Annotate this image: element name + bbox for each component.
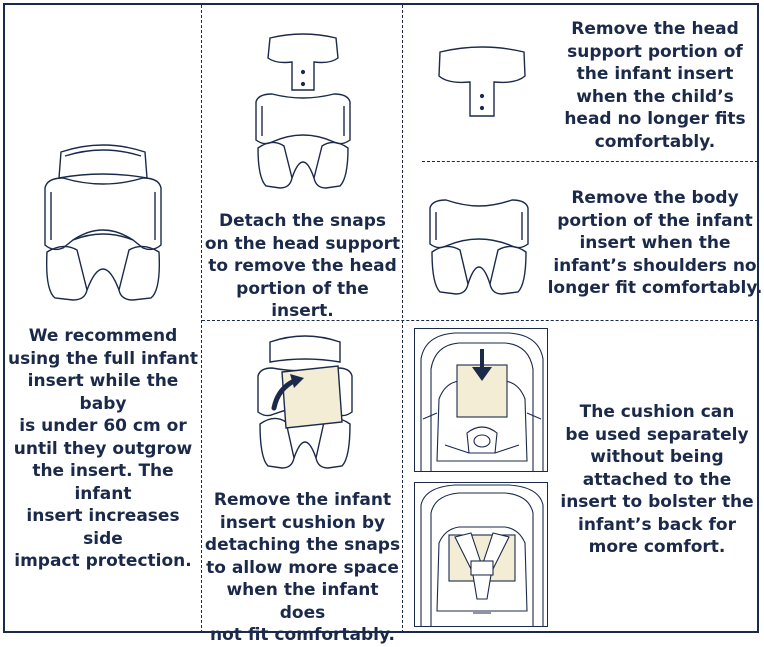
- detach-head-text: Detach the snaps on the head support to …: [204, 211, 401, 321]
- remove-cushion-illustration: [257, 335, 353, 469]
- cushion-separate-text: The cushion can be used separately witho…: [560, 402, 754, 557]
- detach-head-illustration: [255, 33, 351, 189]
- remove-head-text: Remove the head support portion of the i…: [564, 19, 746, 152]
- divider-col-2: [402, 5, 403, 633]
- head-support-illustration: [438, 46, 526, 117]
- remove-body-text: Remove the body portion of the infant in…: [547, 188, 763, 298]
- body-portion-illustration: [429, 199, 529, 295]
- divider-row-middle: [202, 320, 758, 321]
- divider-col-1: [201, 5, 202, 633]
- cushion-in-seat-photo-top: [414, 328, 548, 472]
- divider-row-right-top: [422, 161, 758, 162]
- cushion-in-seat-photo-bottom: [414, 482, 548, 627]
- full-insert-illustration: [44, 144, 162, 301]
- remove-cushion-text: Remove the infant insert cushion by deta…: [204, 490, 401, 645]
- instruction-sheet-frame: [3, 3, 759, 633]
- full-insert-text: We recommend using the full infant inser…: [7, 326, 198, 571]
